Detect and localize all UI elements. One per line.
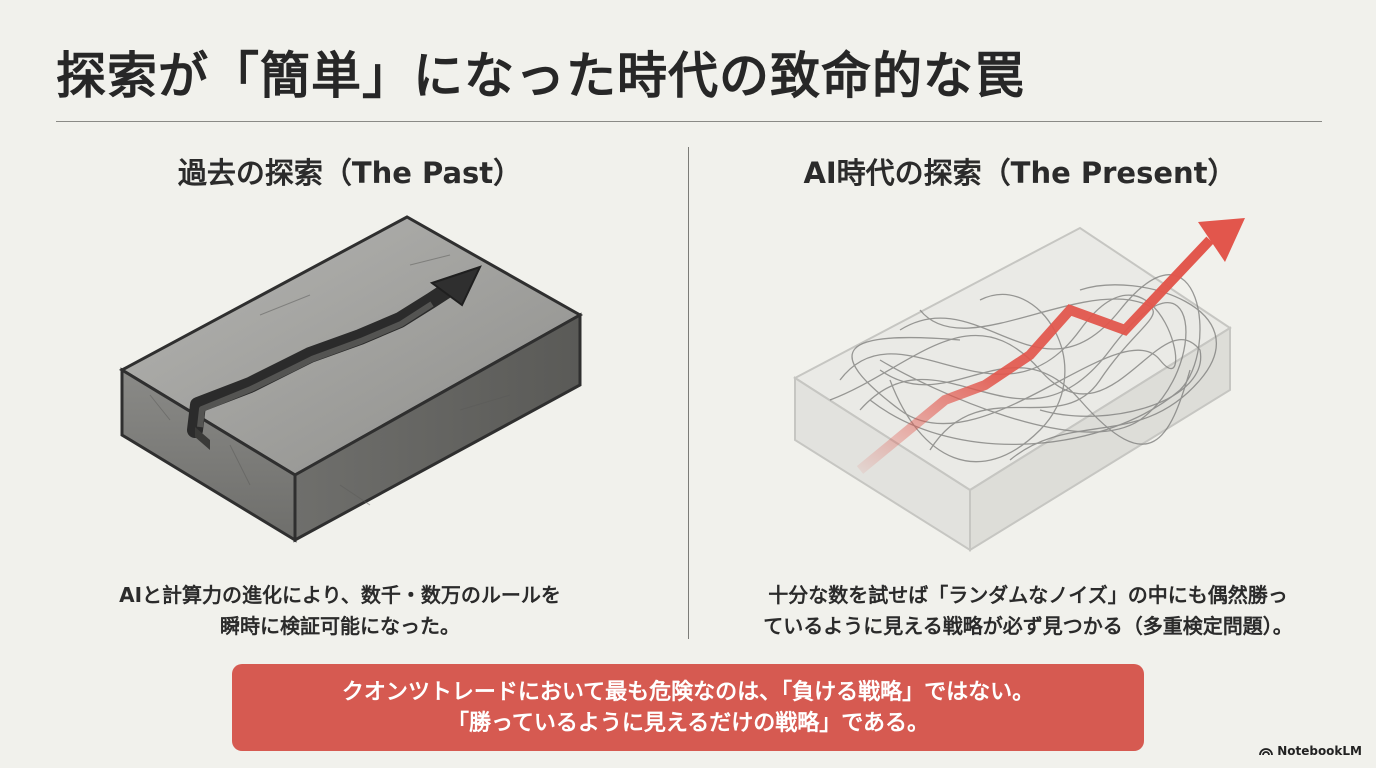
banner-line-2: 「勝っているように見えるだけの戦略」である。 xyxy=(446,711,930,736)
present-caption: 十分な数を試せば「ランダムなノイズ」の中にも偶然勝っ ているように見える戦略が必… xyxy=(763,583,1293,638)
present-heading: AI時代の探索（The Present） xyxy=(803,156,1237,190)
past-caption: AIと計算力の進化により、数千・数万のルールを 瞬時に検証可能になった。 xyxy=(119,583,561,638)
stone-block-illustration xyxy=(118,215,584,543)
warning-banner: クオンツトレードにおいて最も危険なのは、「負ける戦略」ではない。 「勝っているよ… xyxy=(232,664,1144,751)
title-divider xyxy=(56,121,1322,122)
brand-text: NotebookLM xyxy=(1277,744,1362,758)
past-heading: 過去の探索（The Past） xyxy=(177,156,523,190)
page-title: 探索が「簡単」になった時代の致命的な罠 xyxy=(56,47,1025,105)
brand-label: NotebookLM xyxy=(1259,744,1362,758)
notebooklm-logo-icon xyxy=(1259,748,1274,756)
noise-box-illustration xyxy=(793,218,1245,552)
banner-line-1: クオンツトレードにおいて最も危険なのは、「負ける戦略」ではない。 xyxy=(341,680,1035,705)
column-divider xyxy=(688,147,689,639)
